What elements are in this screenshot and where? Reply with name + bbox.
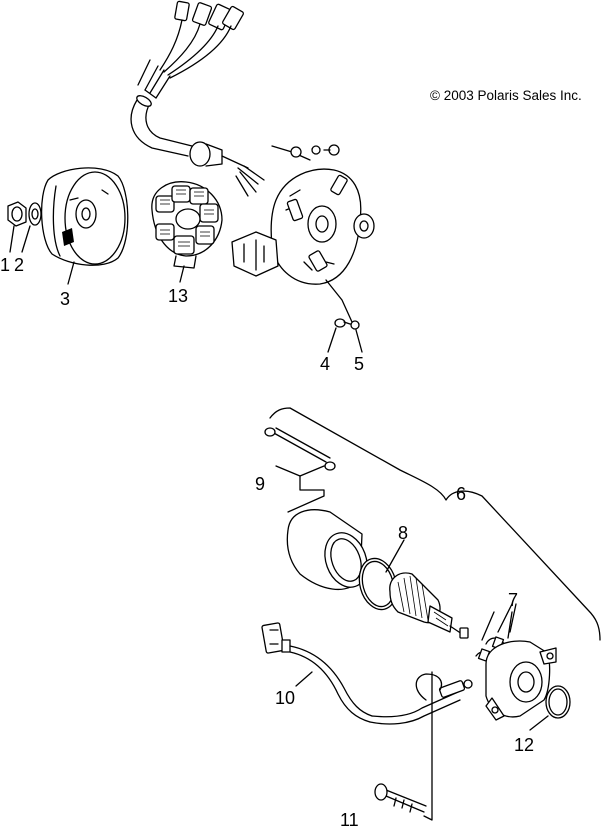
callout-2: 2	[14, 255, 24, 275]
copyright-text: © 2003 Polaris Sales Inc.	[430, 88, 582, 103]
end-cap-o-ring	[545, 685, 571, 719]
starter-assembly-bracket	[269, 407, 601, 641]
callout-5: 5	[354, 354, 364, 374]
starter-mounting-bolt	[374, 671, 433, 821]
callout-1: 1	[0, 255, 10, 275]
flywheel	[40, 167, 129, 266]
flywheel-nut	[7, 201, 27, 227]
starter-cable	[261, 622, 473, 725]
starter-end-cap	[485, 640, 557, 721]
starter-motor-housing	[286, 509, 368, 590]
callout-leaders	[9, 225, 549, 731]
starter-brushes	[475, 611, 513, 662]
starter-through-bolts	[264, 427, 336, 513]
flywheel-washer	[28, 202, 42, 226]
wire-harness	[130, 0, 265, 197]
callout-11: 11	[340, 810, 359, 830]
callout-8: 8	[398, 523, 408, 543]
starter-armature	[389, 572, 469, 639]
callout-6: 6	[456, 484, 466, 504]
stator-screw	[334, 318, 351, 328]
callout-3: 3	[60, 289, 70, 309]
callout-12: 12	[514, 735, 534, 755]
stator-washer	[350, 320, 360, 330]
callout-10: 10	[275, 688, 295, 708]
callout-9: 9	[255, 474, 265, 494]
callout-7: 7	[508, 590, 518, 610]
callout-4: 4	[320, 354, 330, 374]
callout-13: 13	[168, 286, 188, 306]
stator-assembly	[151, 181, 223, 269]
stator-plate	[231, 144, 375, 323]
